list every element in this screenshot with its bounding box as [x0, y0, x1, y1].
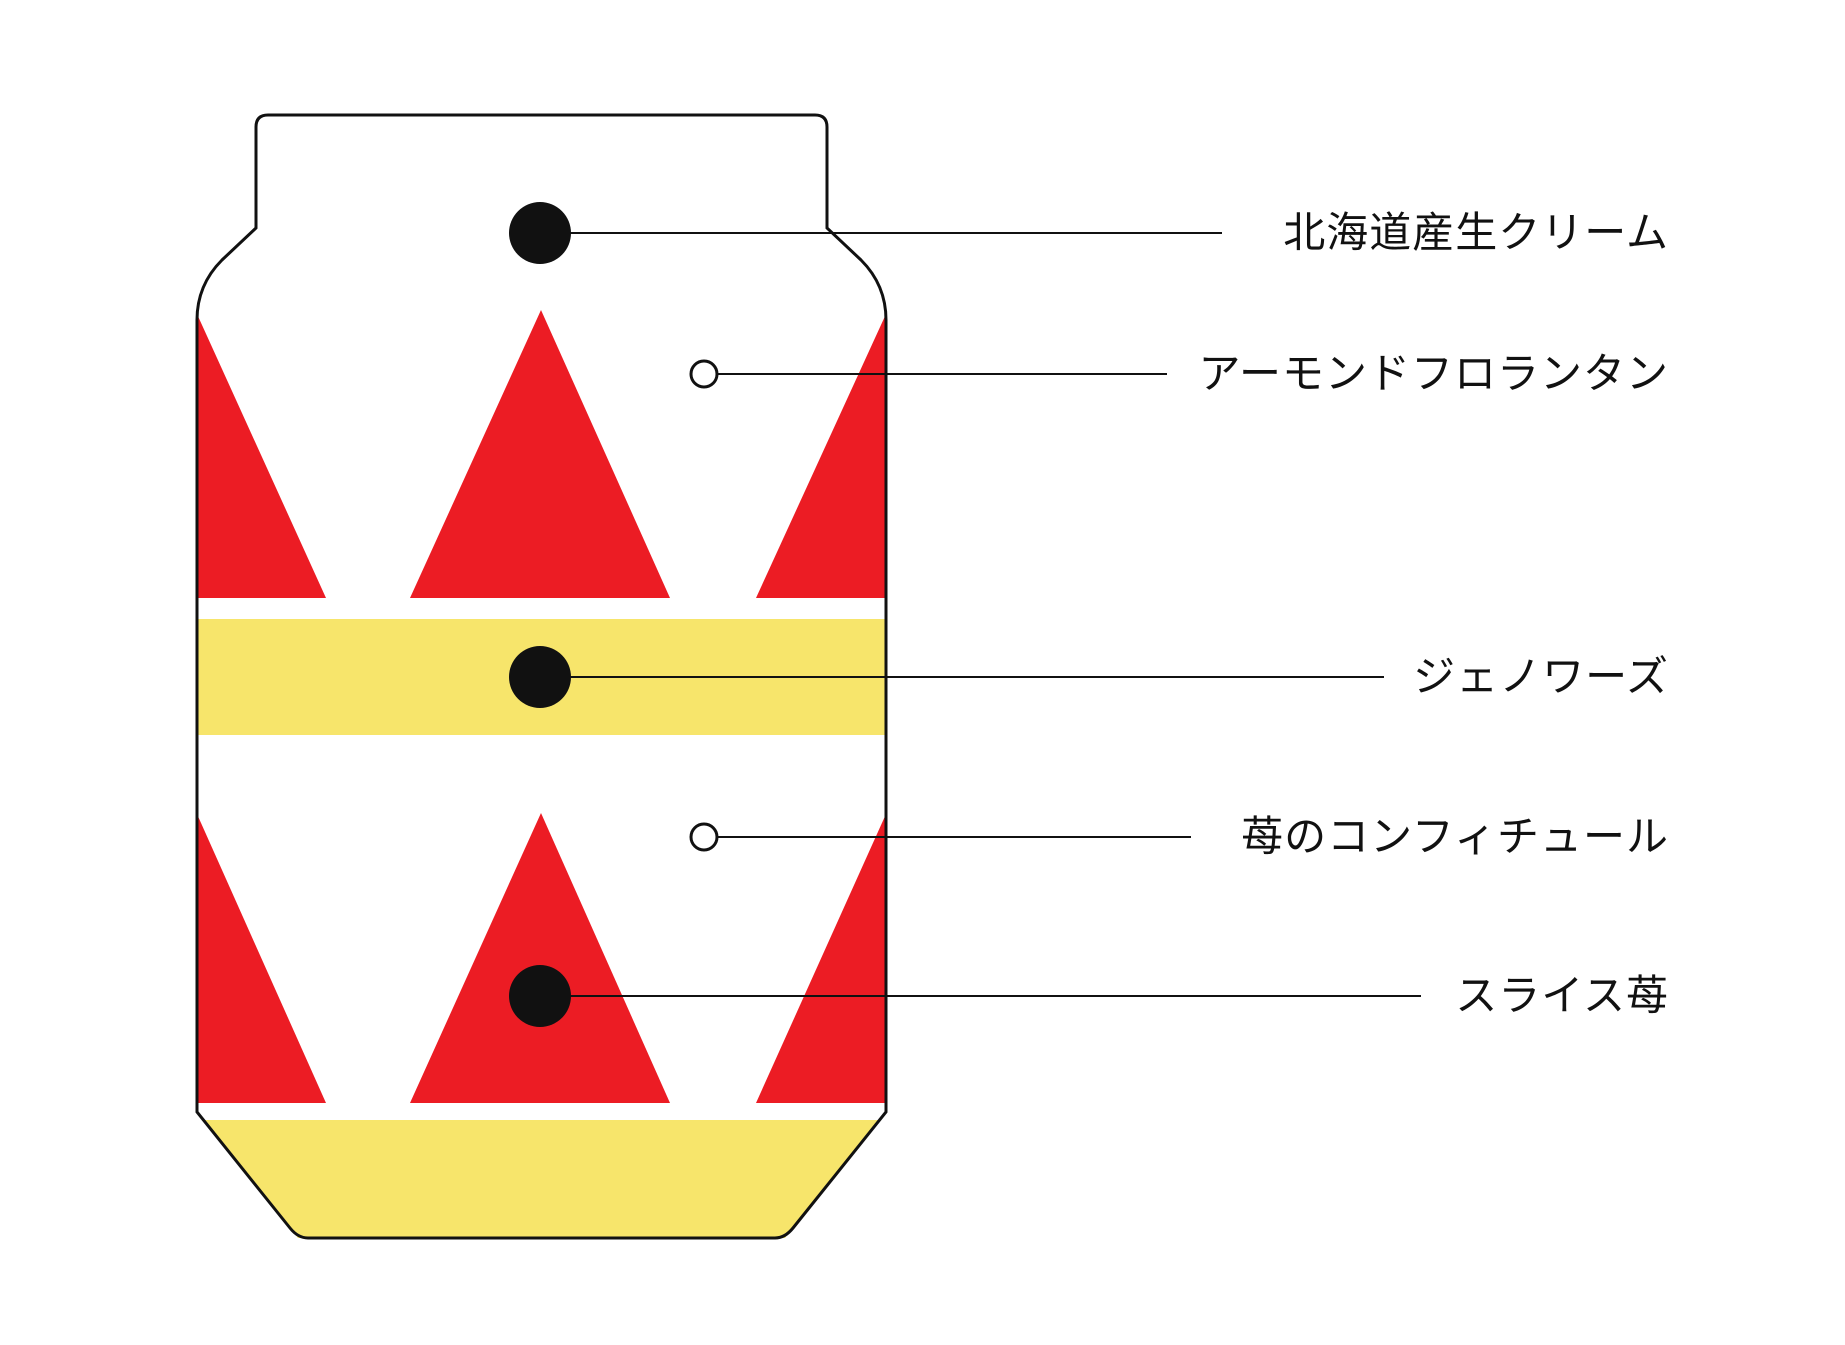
- marker-genoise: [509, 646, 571, 708]
- marker-florentin: [689, 359, 719, 389]
- upper-center-strawberry-triangle: [410, 310, 670, 598]
- label-sliced-strawberry: スライス苺: [1455, 971, 1669, 1020]
- label-cream: 北海道産生クリーム: [1283, 208, 1669, 257]
- marker-sliced-strawberry: [509, 965, 571, 1027]
- marker-confiture: [689, 822, 719, 852]
- label-genoise: ジェノワーズ: [1413, 652, 1669, 701]
- lower-left-strawberry-triangle: [197, 814, 326, 1103]
- cake-outline: [195, 113, 888, 1240]
- lower-center-strawberry-triangle: [410, 813, 670, 1103]
- lower-right-strawberry-triangle: [756, 814, 886, 1103]
- upper-left-strawberry-triangle: [197, 314, 326, 598]
- label-confiture: 苺のコンフィチュール: [1241, 812, 1669, 861]
- marker-cream: [509, 202, 571, 264]
- label-florentin: アーモンドフロランタン: [1198, 349, 1669, 398]
- base-sponge-layer: [197, 1120, 886, 1238]
- upper-right-strawberry-triangle: [756, 314, 886, 598]
